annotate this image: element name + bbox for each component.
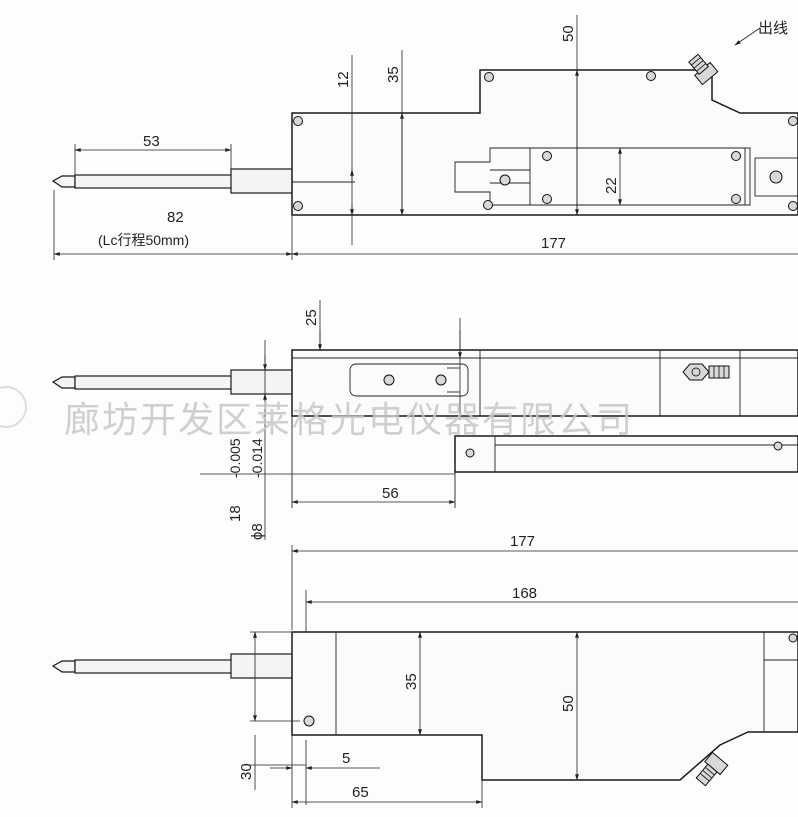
probe-rod	[74, 174, 234, 189]
dim-tol-upper: -0.005	[227, 438, 243, 478]
probe-rod	[74, 375, 234, 390]
cable-connector-icon	[695, 751, 729, 787]
dim-height-50: 50	[560, 25, 577, 42]
dim-offset-30: 30	[238, 763, 255, 780]
dim-length-168: 168	[512, 585, 537, 602]
dim-stroke-length: 53	[143, 133, 160, 150]
sensor-body-side	[291, 349, 798, 417]
adjust-slot	[349, 363, 469, 397]
dim-height-12: 12	[335, 71, 352, 88]
cable-label: 出线	[758, 20, 788, 37]
screw-icon	[435, 374, 447, 386]
dim-height-50-bottom: 50	[560, 695, 577, 712]
dim-height-22: 22	[603, 177, 620, 194]
probe-rod	[74, 659, 234, 674]
dim-total-length-bottom: 177	[510, 533, 535, 550]
dim-height-35: 35	[385, 66, 402, 83]
cable-connector-icon	[688, 53, 719, 86]
probe-tip	[51, 175, 76, 188]
screw-icon	[293, 116, 303, 126]
screw-icon	[465, 448, 475, 458]
dim-offset-5: 5	[342, 750, 350, 767]
screw-icon	[788, 201, 798, 211]
dim-probe-length: 82	[167, 209, 184, 226]
slide-block	[529, 147, 746, 206]
screw-icon	[788, 116, 798, 126]
screw-icon	[646, 71, 656, 81]
probe-tip	[51, 660, 76, 673]
screw-icon	[542, 151, 552, 161]
dim-mount-18: 18	[227, 505, 244, 522]
probe-collar	[230, 653, 294, 679]
middle-view: 25 18 ϕ8 -0.005 -0.014 56	[51, 300, 798, 540]
clamp-right	[754, 157, 798, 197]
dim-length-56: 56	[382, 485, 399, 502]
dim-shaft-dia: ϕ8	[249, 523, 266, 540]
dim-height-35-bottom: 35	[403, 673, 420, 690]
dim-tol-lower: -0.014	[249, 438, 265, 478]
sensor-body-bottom	[291, 631, 798, 781]
watermark: 廊坊开发区莱格光电仪器有限公司	[64, 400, 634, 441]
screw-icon	[773, 441, 783, 451]
screw-icon	[483, 200, 493, 210]
dim-total-length-top: 177	[541, 235, 566, 252]
screw-icon	[731, 151, 741, 161]
top-view: 出线 53 82 (Lc行程50mm) 177 12 35 50 22	[51, 15, 798, 260]
screw-icon	[383, 374, 395, 386]
dim-height-25: 25	[303, 309, 320, 326]
bottom-view: 177 168 35 50 30 5	[51, 533, 798, 808]
probe-collar	[230, 168, 294, 194]
slide-slot	[454, 147, 751, 206]
hex-connector-icon	[682, 363, 730, 381]
screw-icon	[731, 194, 741, 204]
probe-tip	[51, 376, 76, 389]
dim-probe-note: (Lc行程50mm)	[98, 232, 189, 248]
sensor-body-top	[291, 69, 798, 216]
screw-icon	[303, 715, 315, 727]
mount-bracket	[454, 435, 798, 473]
screw-icon	[293, 201, 303, 211]
dim-length-65: 65	[352, 784, 369, 801]
screw-icon	[788, 633, 798, 643]
screw-icon	[484, 72, 494, 82]
screw-icon	[542, 194, 552, 204]
probe-collar	[230, 369, 294, 395]
